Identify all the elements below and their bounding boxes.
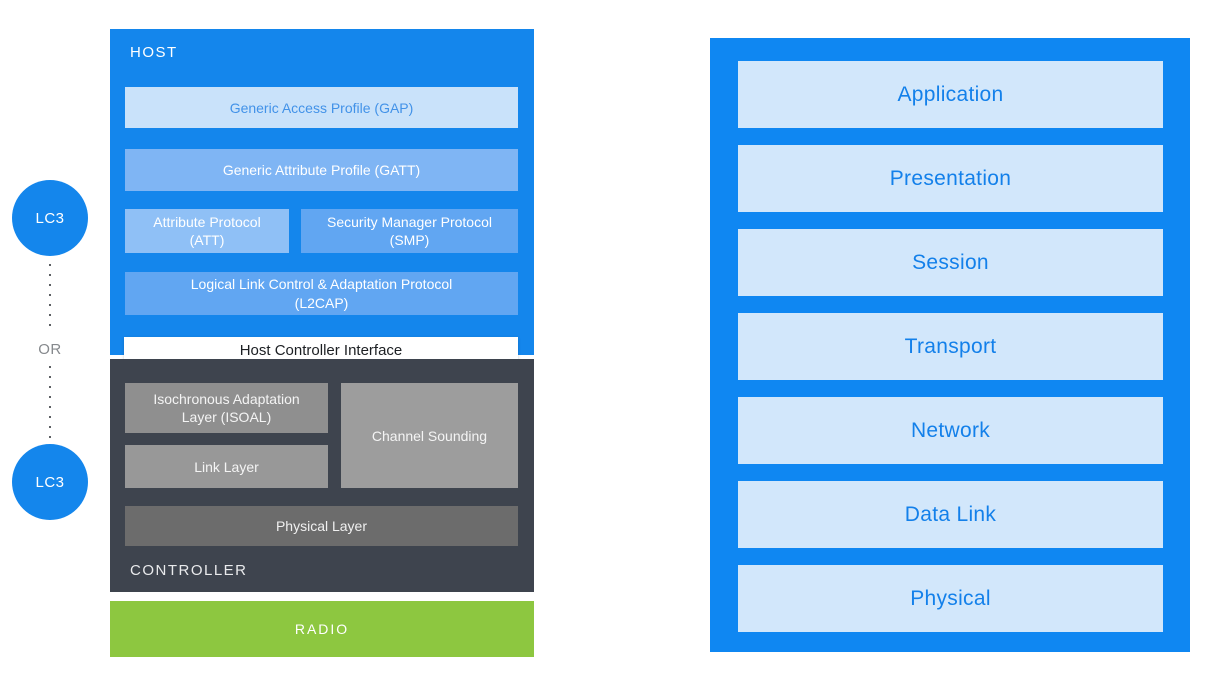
channel-sounding-label: Channel Sounding xyxy=(371,427,488,444)
osi-layer-label: Physical xyxy=(910,586,991,610)
osi-layer-network: Network xyxy=(738,397,1163,464)
att-layer-label: Attribute Protocol (ATT) xyxy=(153,213,261,248)
osi-layer-application: Application xyxy=(738,61,1163,128)
osi-layer-label: Network xyxy=(910,418,991,442)
isoal-layer-box: Isochronous Adaptation Layer (ISOAL) xyxy=(125,383,328,433)
channel-sounding-box: Channel Sounding xyxy=(341,383,518,488)
osi-layer-label: Session xyxy=(912,250,989,274)
physical-layer-box: Physical Layer xyxy=(125,506,518,546)
osi-layer-physical: Physical xyxy=(738,565,1163,632)
physical-layer-label: Physical Layer xyxy=(275,518,368,534)
controller-section-title: CONTROLLER xyxy=(130,562,248,579)
osi-layer-label: Presentation xyxy=(889,166,1012,190)
osi-layer-label: Application xyxy=(897,82,1004,106)
hci-layer-box: Host Controller Interface xyxy=(124,337,518,363)
isoal-layer-label: Isochronous Adaptation Layer (ISOAL) xyxy=(153,390,300,425)
osi-layer-datalink: Data Link xyxy=(738,481,1163,548)
gap-layer-box: Generic Access Profile (GAP) xyxy=(125,87,518,128)
osi-layer-label: Transport xyxy=(904,334,997,358)
osi-layer-label: Data Link xyxy=(904,502,997,526)
gatt-layer-label: Generic Attribute Profile (GATT) xyxy=(222,162,421,178)
lc3-label: LC3 xyxy=(35,209,65,227)
smp-layer-box: Security Manager Protocol (SMP) xyxy=(301,209,518,253)
radio-label: RADIO xyxy=(294,621,350,637)
l2cap-layer-box: Logical Link Control & Adaptation Protoc… xyxy=(125,272,518,315)
osi-layer-presentation: Presentation xyxy=(738,145,1163,212)
osi-layer-session: Session xyxy=(738,229,1163,296)
osi-layer-transport: Transport xyxy=(738,313,1163,380)
dotted-connector-upper xyxy=(49,264,51,334)
lc3-codec-badge-top: LC3 xyxy=(12,180,88,256)
gap-layer-label: Generic Access Profile (GAP) xyxy=(229,99,414,116)
smp-layer-label: Security Manager Protocol (SMP) xyxy=(327,213,492,248)
hci-layer-label: Host Controller Interface xyxy=(239,341,403,359)
att-layer-box: Attribute Protocol (ATT) xyxy=(125,209,289,253)
lc3-label: LC3 xyxy=(35,473,65,491)
link-layer-label: Link Layer xyxy=(194,458,259,475)
radio-box: RADIO xyxy=(110,601,534,657)
gatt-layer-box: Generic Attribute Profile (GATT) xyxy=(125,149,518,191)
or-label: OR xyxy=(38,340,62,358)
link-layer-box: Link Layer xyxy=(125,445,328,488)
dotted-connector-lower xyxy=(49,366,51,440)
host-section-title: HOST xyxy=(130,44,178,61)
lc3-codec-badge-bottom: LC3 xyxy=(12,444,88,520)
l2cap-layer-label: Logical Link Control & Adaptation Protoc… xyxy=(190,276,453,311)
